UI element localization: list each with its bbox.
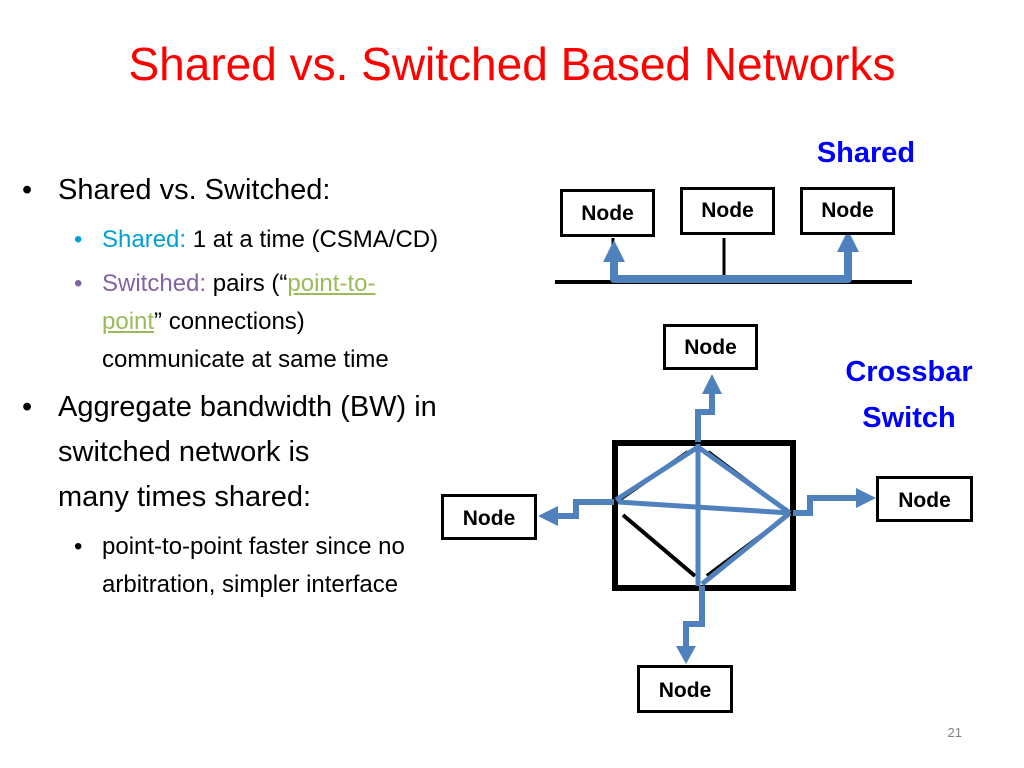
bullet-text-line1: Aggregate bandwidth (BW) in (58, 391, 437, 423)
crossbar-node-bottom: Node (637, 665, 733, 713)
shared-path-arrow (603, 230, 859, 283)
bullet-dot: • (22, 174, 33, 206)
point-to-point-link-cont[interactable]: point (102, 308, 155, 335)
sub-bullet-shared: • Shared: 1 at a time (CSMA/CD) (22, 221, 562, 259)
bullet-dot: • (22, 391, 33, 423)
bullet-aggregate-bandwidth: • Aggregate bandwidth (BW) in switched n… (22, 385, 562, 520)
shared-node-1: Node (560, 189, 655, 237)
arrow-to-top-node (695, 374, 722, 442)
crossbar-label-line2: Switch (862, 402, 956, 434)
crossbar-diamond (614, 450, 790, 578)
arrow-to-right-node (793, 488, 876, 516)
slide-title: Shared vs. Switched Based Networks (128, 38, 896, 90)
shared-node-3: Node (800, 187, 895, 235)
crossbar-frame (612, 440, 796, 591)
crossbar-label-line1: Crossbar (845, 356, 973, 388)
switched-description-line3: communicate at same time (102, 346, 389, 373)
sub-bullet-line1: point-to-point faster since no (102, 533, 405, 560)
switched-description-cont: ” connections) (154, 308, 305, 335)
page-number: 21 (947, 725, 962, 740)
switched-term: Switched: (102, 270, 207, 297)
shared-node-2: Node (680, 187, 775, 235)
crossbar-node-right: Node (876, 476, 973, 522)
switched-description: pairs (“ (206, 270, 288, 297)
crossbar-paths (614, 444, 792, 586)
arrow-to-left-node (538, 499, 614, 526)
bullet-dot: • (74, 270, 83, 297)
bullet-text-line2: switched network is (58, 436, 310, 468)
sub-bullet-switched: • Switched: pairs (“point-to- point” con… (22, 265, 562, 379)
shared-label: Shared (816, 137, 916, 169)
sub-bullet-point-to-point: • point-to-point faster since no arbitra… (22, 528, 562, 604)
shared-description: 1 at a time (CSMA/CD) (186, 226, 439, 253)
bullet-text-line3: many times shared: (58, 481, 312, 513)
bullet-dot: • (74, 226, 83, 253)
bullet-text: Shared vs. Switched: (58, 174, 331, 206)
crossbar-node-left: Node (441, 494, 537, 540)
bullet-dot: • (74, 533, 83, 560)
bullet-shared-vs-switched: • Shared vs. Switched: (22, 168, 562, 213)
arrow-to-bottom-node (676, 586, 705, 664)
point-to-point-link[interactable]: point-to- (287, 270, 376, 297)
crossbar-node-top: Node (663, 324, 758, 370)
shared-term: Shared: (102, 226, 187, 253)
sub-bullet-line2: arbitration, simpler interface (102, 571, 399, 598)
bullet-list: • Shared vs. Switched: • Shared: 1 at a … (22, 168, 562, 610)
